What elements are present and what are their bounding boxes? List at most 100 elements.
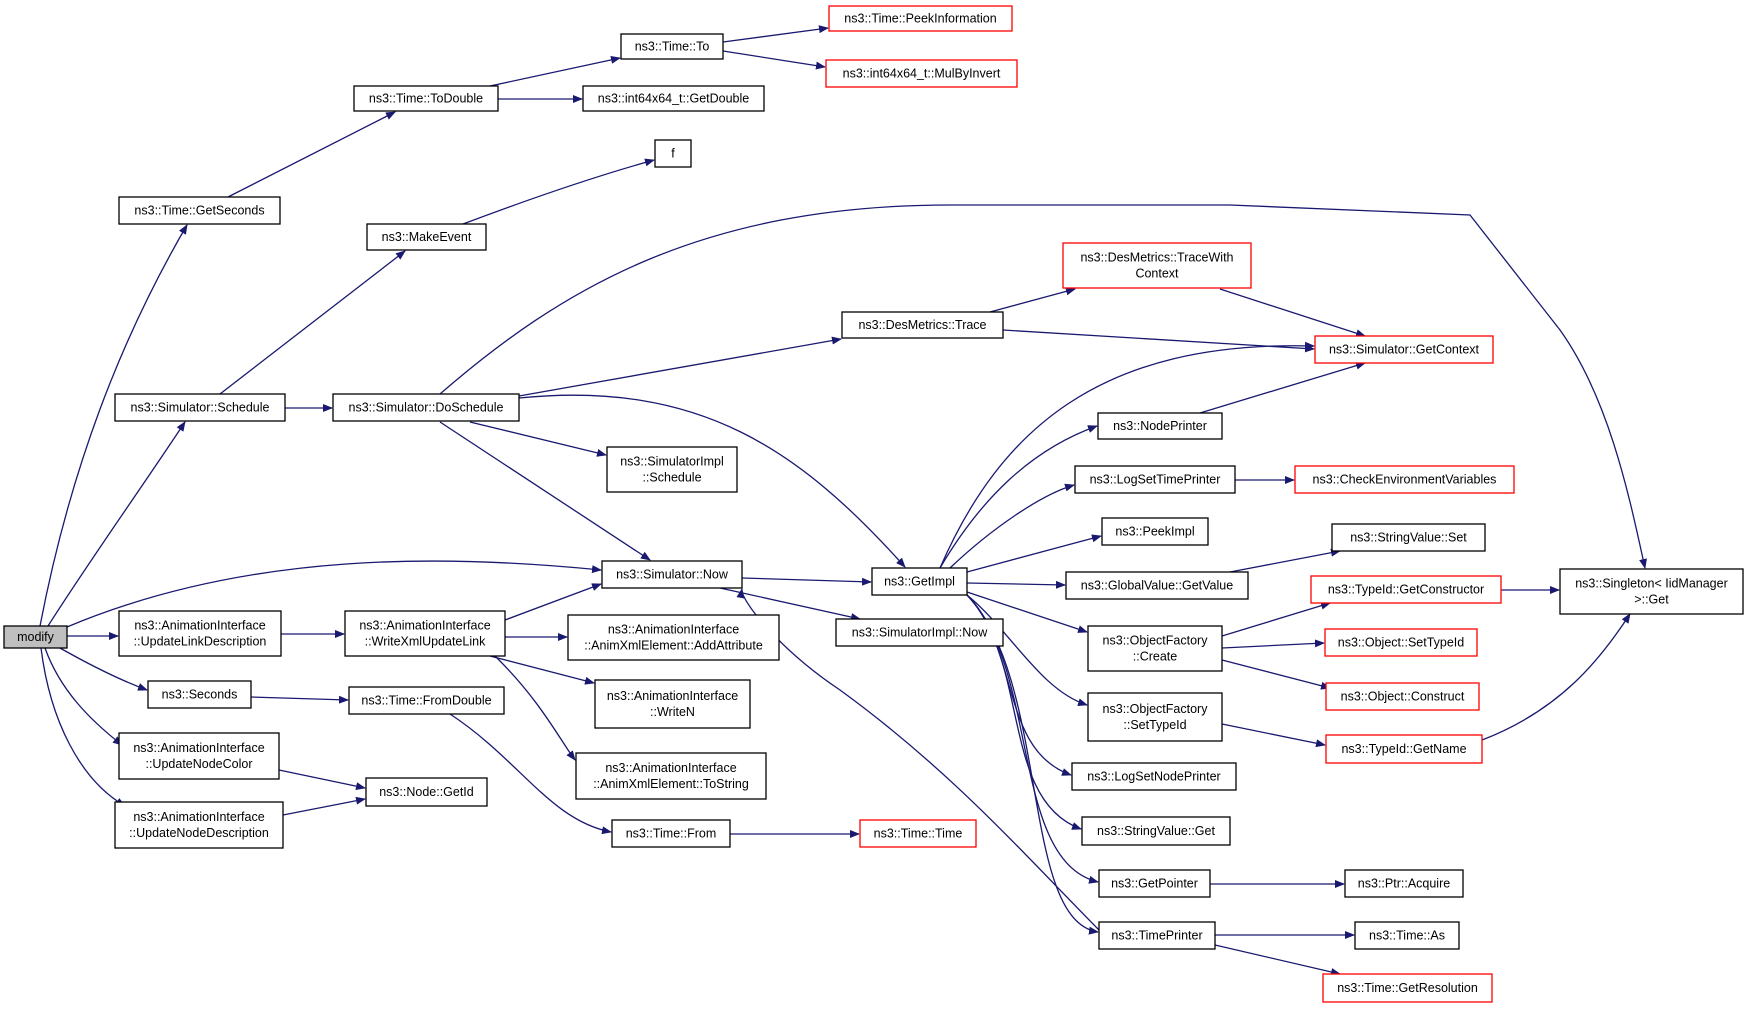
node-typeid-getconstructor[interactable]: ns3::TypeId::GetConstructor — [1310, 575, 1502, 604]
node-animxmlelement-addattribute[interactable]: ns3::AnimationInterface::AnimXmlElement:… — [567, 614, 780, 661]
node-box-peekimpl — [1101, 517, 1209, 546]
node-ptr-acquire[interactable]: ns3::Ptr::Acquire — [1344, 869, 1464, 898]
node-label-desmetrics-tracewithcontext-line-0: ns3::DesMetrics::TraceWith — [1080, 251, 1233, 265]
node-label-time-getresolution-line-0: ns3::Time::GetResolution — [1337, 981, 1478, 995]
node-label-time-todouble-line-0: ns3::Time::ToDouble — [369, 92, 483, 106]
node-modify[interactable]: modify — [3, 625, 68, 649]
node-label-time-getseconds-line-0: ns3::Time::GetSeconds — [134, 204, 264, 218]
node-label-time-from-line-0: ns3::Time::From — [626, 827, 717, 841]
node-label-logsetnodeprinter-line-0: ns3::LogSetNodePrinter — [1087, 770, 1220, 784]
node-node-getid[interactable]: ns3::Node::GetId — [365, 777, 488, 807]
node-label-writexmlupdatelink-line-0: ns3::AnimationInterface — [359, 619, 490, 633]
node-logsettimeprinter[interactable]: ns3::LogSetTimePrinter — [1074, 465, 1236, 494]
node-box-time-peekinformation — [828, 5, 1013, 32]
node-updatelinkdescription[interactable]: ns3::AnimationInterface::UpdateLinkDescr… — [118, 610, 282, 657]
node-box-stringvalue-get — [1081, 816, 1231, 846]
node-getimpl[interactable]: ns3::GetImpl — [871, 567, 968, 596]
node-simulator-schedule[interactable]: ns3::Simulator::Schedule — [114, 393, 286, 422]
node-box-writexmlupdatelink — [344, 610, 506, 657]
node-seconds[interactable]: ns3::Seconds — [147, 680, 252, 709]
node-singleton-get[interactable]: ns3::Singleton< IidManager>::Get — [1559, 568, 1744, 615]
node-label-animationinterface-writen-line-0: ns3::AnimationInterface — [607, 689, 738, 703]
node-updatenodecolor[interactable]: ns3::AnimationInterface::UpdateNodeColor — [118, 732, 280, 780]
node-label-animationinterface-writen-line-1: ::WriteN — [650, 705, 695, 719]
node-label-object-settypeid-line-0: ns3::Object::SetTypeId — [1338, 636, 1465, 650]
node-label-objectfactory-settypeid-line-0: ns3::ObjectFactory — [1103, 702, 1209, 716]
node-label-peekimpl-line-0: ns3::PeekImpl — [1115, 525, 1194, 539]
node-time-as[interactable]: ns3::Time::As — [1354, 921, 1460, 950]
node-box-singleton-get — [1559, 568, 1744, 615]
node-object-settypeid[interactable]: ns3::Object::SetTypeId — [1324, 628, 1478, 657]
edge-desmetrics-trace-to-desmetrics-tracewithcontext — [989, 287, 1076, 313]
node-label-writexmlupdatelink-line-1: ::WriteXmlUpdateLink — [365, 635, 486, 649]
node-label-ptr-acquire-line-0: ns3::Ptr::Acquire — [1358, 877, 1450, 891]
edge-objectfactory-create-to-object-construct — [1221, 659, 1331, 690]
node-label-simulator-getcontext-line-0: ns3::Simulator::GetContext — [1329, 343, 1480, 357]
node-logsetnodeprinter[interactable]: ns3::LogSetNodePrinter — [1071, 762, 1237, 791]
edge-objectfactory-create-to-object-settypeid — [1221, 639, 1325, 649]
edge-getimpl-to-globalvalue-getvalue — [966, 580, 1066, 589]
edge-simulator-doschedule-to-getimpl — [518, 394, 906, 568]
node-label-objectfactory-create-line-1: ::Create — [1133, 650, 1178, 664]
edge-time-todouble-to-time-to — [489, 55, 621, 87]
node-label-updatenodedescription-line-1: ::UpdateNodeDescription — [129, 826, 269, 840]
node-checkenvironmentvariables[interactable]: ns3::CheckEnvironmentVariables — [1294, 465, 1515, 494]
node-time-fromdouble[interactable]: ns3::Time::FromDouble — [348, 686, 505, 715]
node-object-construct[interactable]: ns3::Object::Construct — [1325, 682, 1480, 711]
node-simulator-now[interactable]: ns3::Simulator::Now — [601, 560, 743, 589]
node-box-simulatorimpl-now — [835, 618, 1004, 647]
edge-time-getseconds-to-time-todouble — [227, 111, 396, 198]
node-getpointer[interactable]: ns3::GetPointer — [1098, 869, 1211, 898]
edge-simulator-schedule-to-makeevent — [219, 250, 406, 395]
node-animxmlelement-tostring[interactable]: ns3::AnimationInterface::AnimXmlElement:… — [575, 752, 767, 800]
node-stringvalue-set[interactable]: ns3::StringValue::Set — [1331, 523, 1486, 552]
node-box-desmetrics-trace — [841, 311, 1004, 339]
edge-getimpl-to-simulator-getcontext — [939, 341, 1315, 569]
node-label-singleton-get-line-0: ns3::Singleton< IidManager — [1575, 577, 1728, 591]
node-box-time-to — [620, 33, 724, 60]
node-box-simulatorimpl-schedule — [606, 446, 738, 493]
node-simulator-doschedule[interactable]: ns3::Simulator::DoSchedule — [332, 393, 520, 422]
node-time-todouble[interactable]: ns3::Time::ToDouble — [353, 85, 499, 112]
node-label-time-as-line-0: ns3::Time::As — [1369, 929, 1445, 943]
node-writexmlupdatelink[interactable]: ns3::AnimationInterface::WriteXmlUpdateL… — [344, 610, 506, 657]
node-box-int64x64-getdouble — [582, 85, 765, 112]
node-timeprinter[interactable]: ns3::TimePrinter — [1098, 921, 1216, 950]
node-time-getresolution[interactable]: ns3::Time::GetResolution — [1322, 973, 1493, 1003]
node-globalvalue-getvalue[interactable]: ns3::GlobalValue::GetValue — [1065, 571, 1249, 600]
node-int64x64-getdouble[interactable]: ns3::int64x64_t::GetDouble — [582, 85, 765, 112]
node-time-time[interactable]: ns3::Time::Time — [859, 819, 977, 848]
node-label-simulatorimpl-schedule-line-0: ns3::SimulatorImpl — [620, 455, 724, 469]
node-label-logsettimeprinter-line-0: ns3::LogSetTimePrinter — [1090, 473, 1221, 487]
edge-writexmlupdatelink-to-simulator-now — [504, 583, 602, 621]
node-nodeprinter[interactable]: ns3::NodePrinter — [1097, 412, 1223, 440]
node-animationinterface-writen[interactable]: ns3::AnimationInterface::WriteN — [594, 679, 751, 729]
node-label-updatenodecolor-line-0: ns3::AnimationInterface — [133, 741, 264, 755]
node-label-typeid-getconstructor-line-0: ns3::TypeId::GetConstructor — [1328, 583, 1484, 597]
node-peekimpl[interactable]: ns3::PeekImpl — [1101, 517, 1209, 546]
node-time-getseconds[interactable]: ns3::Time::GetSeconds — [118, 196, 281, 225]
node-int64x64-mulbyinvert[interactable]: ns3::int64x64_t::MulByInvert — [825, 59, 1018, 88]
node-box-logsettimeprinter — [1074, 465, 1236, 494]
node-label-singleton-get-line-1: >::Get — [1634, 593, 1669, 607]
edge-simulator-doschedule-to-singleton-get — [439, 204, 1647, 569]
node-typeid-getname[interactable]: ns3::TypeId::GetName — [1325, 734, 1483, 764]
node-box-stringvalue-set — [1331, 523, 1486, 552]
node-time-to[interactable]: ns3::Time::To — [620, 33, 724, 60]
node-box-makeevent — [366, 223, 487, 251]
node-time-from[interactable]: ns3::Time::From — [611, 819, 731, 848]
node-updatenodedescription[interactable]: ns3::AnimationInterface::UpdateNodeDescr… — [114, 801, 284, 849]
node-desmetrics-trace[interactable]: ns3::DesMetrics::Trace — [841, 311, 1004, 339]
node-objectfactory-create[interactable]: ns3::ObjectFactory::Create — [1087, 625, 1223, 672]
node-stringvalue-get[interactable]: ns3::StringValue::Get — [1081, 816, 1231, 846]
node-simulator-getcontext[interactable]: ns3::Simulator::GetContext — [1314, 335, 1494, 364]
node-time-peekinformation[interactable]: ns3::Time::PeekInformation — [828, 5, 1013, 32]
node-makeevent[interactable]: ns3::MakeEvent — [366, 223, 487, 251]
node-f[interactable]: f — [654, 139, 692, 168]
node-simulatorimpl-now[interactable]: ns3::SimulatorImpl::Now — [835, 618, 1004, 647]
edge-timeprinter-to-time-getresolution — [1214, 944, 1341, 976]
node-simulatorimpl-schedule[interactable]: ns3::SimulatorImpl::Schedule — [606, 446, 738, 493]
node-label-simulator-schedule-line-0: ns3::Simulator::Schedule — [131, 401, 270, 415]
node-objectfactory-settypeid[interactable]: ns3::ObjectFactory::SetTypeId — [1087, 692, 1223, 742]
